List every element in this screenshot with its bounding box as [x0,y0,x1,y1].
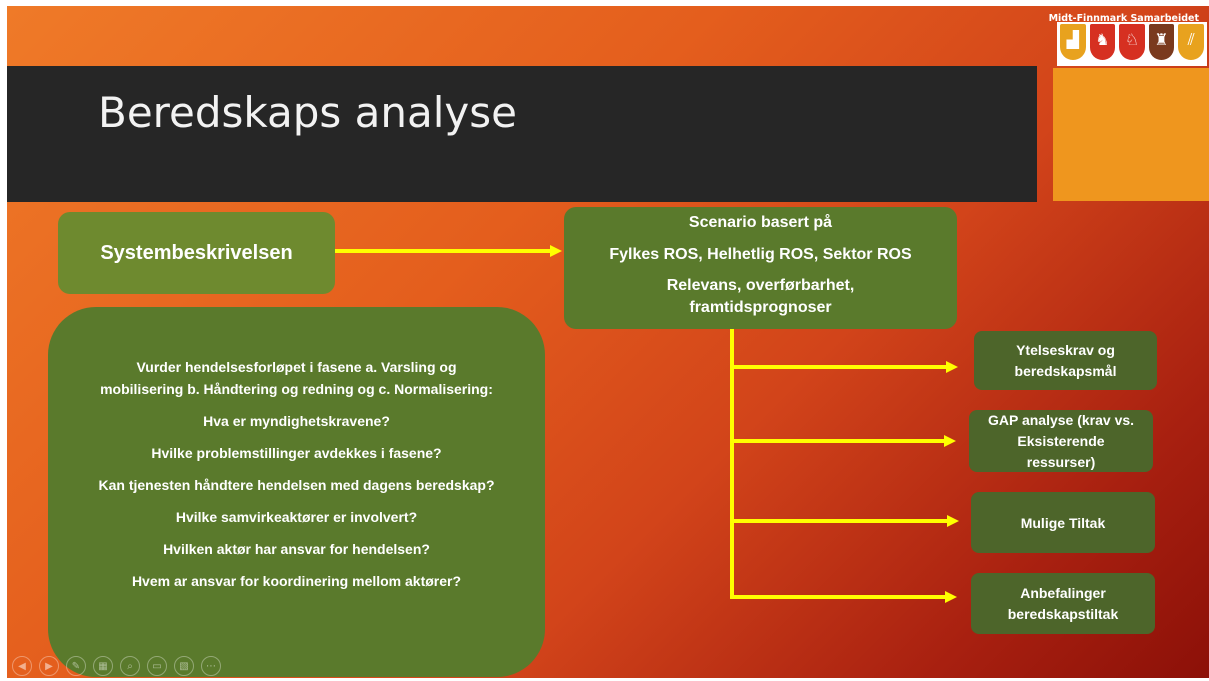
output-gap-analysis: GAP analyse (krav vs. Eksisterende ressu… [969,410,1153,472]
scenario-line-2: Fylkes ROS, Helhetlig ROS, Sektor ROS [609,246,912,263]
crest-2-icon: ♞ [1089,24,1116,60]
scenario-line-4: framtidsprognoser [689,299,832,316]
crest-4-icon: ♜ [1148,24,1175,60]
accent-square [1053,68,1209,201]
arrow-system-to-scenario [335,249,552,253]
scenario-line-1: Scenario basert på [688,214,833,231]
arrow-to-output-2 [730,439,944,443]
system-description-label: Systembeskrivelsen [100,241,293,264]
arrowhead-icon [550,245,562,257]
crest-1-icon: ▟ [1060,24,1086,60]
crest-strip: ▟ ♞ ♘ ♜ ⫽ [1057,22,1207,66]
output-performance-requirements: Ytelseskrav og beredskapsmål [974,331,1157,390]
scenario-box: Scenario basert på Fylkes ROS, Helhetlig… [564,207,957,329]
screen-icon[interactable]: ▧ [174,656,194,676]
arrowhead-icon [946,361,958,373]
pen-icon[interactable]: ✎ [66,656,86,676]
previous-slide-icon[interactable]: ◀ [12,656,32,676]
subtitles-icon[interactable]: ▭ [147,656,167,676]
question-2: Hvilke problemstillinger avdekkes i fase… [151,445,442,461]
crest-5-icon: ⫽ [1178,24,1204,60]
question-1: Hva er myndighetskravene? [203,413,390,429]
zoom-icon[interactable]: ⌕ [120,656,140,676]
slides-overview-icon[interactable]: ▦ [93,656,113,676]
title-bar [7,66,1037,202]
output-possible-measures: Mulige Tiltak [971,492,1155,553]
system-description-box: Systembeskrivelsen [58,212,335,294]
arrowhead-icon [944,435,956,447]
slide: Beredskaps analyse Midt-Finnmark Samarbe… [7,6,1209,678]
presentation-controls: ◀ ▶ ✎ ▦ ⌕ ▭ ▧ ⋯ [12,656,221,676]
next-slide-icon[interactable]: ▶ [39,656,59,676]
assessment-intro-line-1: Vurder hendelsesforløpet i fasene a. Var… [136,359,457,375]
scenario-line-3: Relevans, overførbarhet, [666,277,855,294]
arrowhead-icon [945,591,957,603]
question-4: Hvilke samvirkeaktører er involvert? [175,509,418,525]
vertical-connector [730,329,734,598]
arrow-to-output-1 [730,365,946,369]
slide-title: Beredskaps analyse [98,88,517,137]
arrowhead-icon [947,515,959,527]
arrow-to-output-3 [730,519,947,523]
question-6: Hvem ar ansvar for koordinering mellom a… [131,573,462,589]
assessment-intro-line-2: mobilisering b. Håndtering og redning og… [100,381,493,397]
question-3: Kan tjenesten håndtere hendelsen med dag… [98,477,495,493]
org-label: Midt-Finnmark Samarbeidet [1048,13,1199,24]
crest-3-icon: ♘ [1119,24,1145,60]
more-options-icon[interactable]: ⋯ [201,656,221,676]
arrow-to-output-4 [730,595,945,599]
question-5: Hvilken aktør har ansvar for hendelsen? [163,541,430,557]
assessment-questions-box: Vurder hendelsesforløpet i fasene a. Var… [48,307,545,677]
output-recommendations: Anbefalinger beredskapstiltak [971,573,1155,634]
